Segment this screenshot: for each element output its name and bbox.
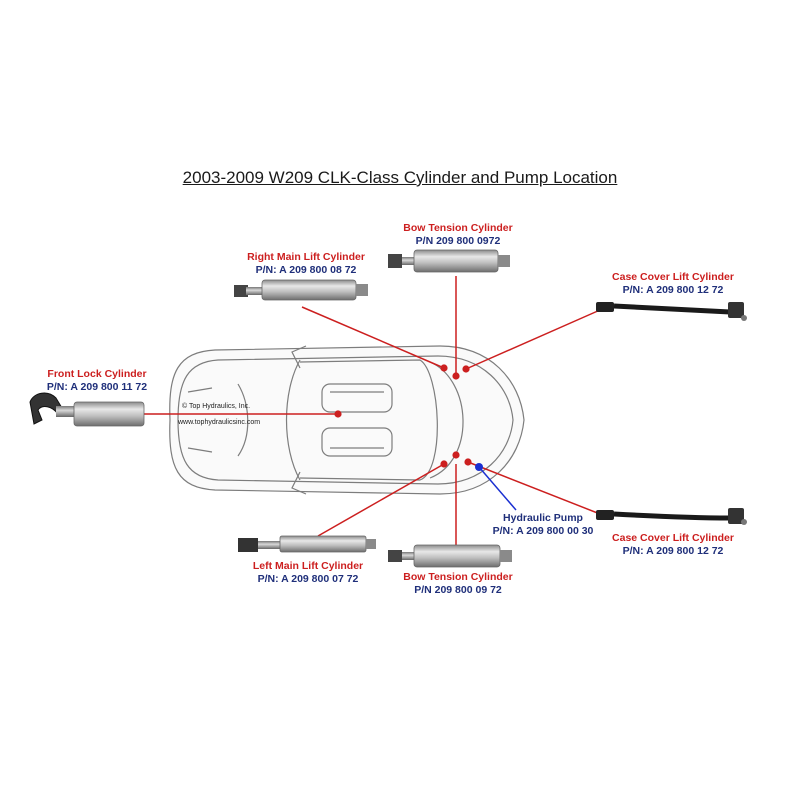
component-name: Bow Tension Cylinder [403, 571, 513, 583]
component-name: Hydraulic Pump [503, 512, 583, 524]
dot-hydraulic-pump [475, 463, 483, 471]
right-main-lift-cylinder-image [234, 279, 368, 301]
label-bow-tension-cylinder-top: Bow Tension Cylinder P/N 209 800 0972 [378, 222, 538, 248]
component-name: Right Main Lift Cylinder [247, 251, 365, 263]
label-bow-tension-cylinder-bottom: Bow Tension Cylinder P/N 209 800 09 72 [378, 571, 538, 597]
front-lock-cylinder-image [29, 392, 145, 427]
component-name: Left Main Lift Cylinder [252, 560, 364, 572]
case-cover-lift-cylinder-top-image [596, 302, 747, 321]
page-title: 2003-2009 W209 CLK-Class Cylinder and Pu… [182, 168, 618, 187]
label-case-cover-lift-cylinder-bottom: Case Cover Lift Cylinder P/N: A 209 800 … [588, 532, 758, 558]
bow-tension-cylinder-bottom-image [388, 544, 512, 568]
label-front-lock-cylinder: Front Lock Cylinder P/N: A 209 800 11 72 [22, 368, 172, 394]
car-outline [169, 345, 525, 495]
part-number: P/N 209 800 0972 [415, 235, 501, 247]
component-name: Bow Tension Cylinder [403, 222, 513, 234]
left-main-lift-cylinder-image [238, 535, 376, 553]
label-hydraulic-pump: Hydraulic Pump P/N: A 209 800 00 30 [468, 512, 618, 538]
part-number: P/N: A 209 800 12 72 [622, 545, 724, 557]
leader-lines [144, 276, 601, 548]
dot-case-cover-bottom [464, 458, 472, 466]
component-name: Case Cover Lift Cylinder [612, 271, 734, 283]
part-number: P/N: A 209 800 12 72 [622, 284, 724, 296]
component-name: Case Cover Lift Cylinder [612, 532, 734, 544]
dot-bow-tension-top [452, 372, 460, 380]
part-number: P/N: A 209 800 00 30 [492, 525, 594, 537]
part-number: P/N: A 209 800 11 72 [46, 381, 148, 393]
copyright-text: © Top Hydraulics, Inc. [182, 403, 251, 410]
bow-tension-cylinder-top-image [388, 249, 510, 273]
case-cover-lift-cylinder-bottom-image [596, 508, 747, 525]
dot-front-lock [334, 410, 342, 418]
dot-bow-tension-bottom [452, 451, 460, 459]
dot-left-main-lift [440, 460, 448, 468]
label-left-main-lift-cylinder: Left Main Lift Cylinder P/N: A 209 800 0… [226, 560, 390, 586]
website-text: www.tophydraulicsinc.com [178, 419, 261, 426]
component-name: Front Lock Cylinder [47, 368, 147, 380]
dot-case-cover-top [462, 365, 470, 373]
part-number: P/N: A 209 800 07 72 [257, 573, 359, 585]
part-number: P/N: A 209 800 08 72 [255, 264, 357, 276]
part-number: P/N 209 800 09 72 [414, 584, 502, 596]
dot-right-main-lift [440, 364, 448, 372]
pump-leader-line [478, 466, 517, 511]
label-right-main-lift-cylinder: Right Main Lift Cylinder P/N: A 209 800 … [224, 251, 388, 277]
label-case-cover-lift-cylinder-top: Case Cover Lift Cylinder P/N: A 209 800 … [588, 271, 758, 297]
location-dots [334, 364, 472, 468]
